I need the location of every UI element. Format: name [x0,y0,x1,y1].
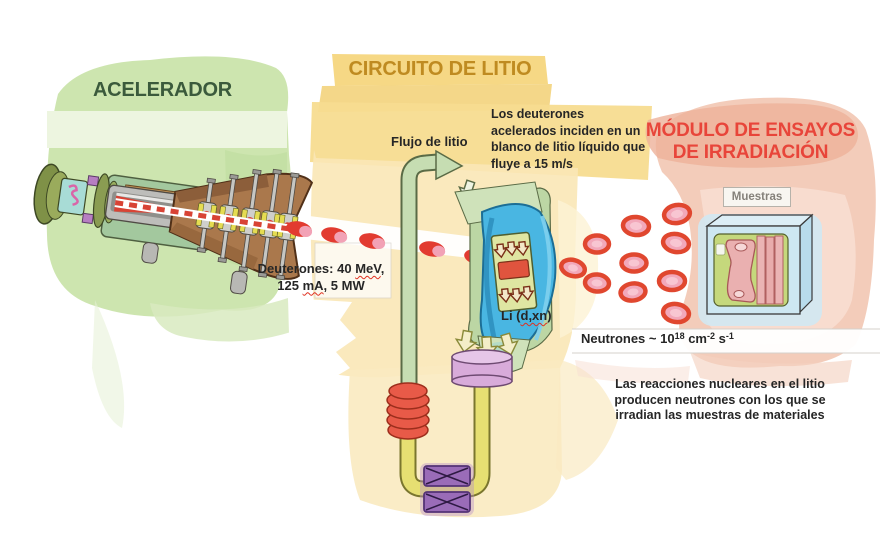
module-title-line2: DE IRRADIACIÓN [672,142,829,163]
lithium-flow-label: Flujo de litio [391,134,468,149]
beam-footprint [497,259,530,280]
irradiation-module-title: MÓDULO DE ENSAYOS DE IRRADIACIÓN [628,120,873,164]
heat-exchanger-coil [386,382,430,440]
module-note: Las reacciones nucleares en el litio pro… [614,377,826,422]
samples-module-illustration [698,213,822,326]
accelerator-title: ACELERADOR [92,79,233,101]
lithium-target [454,181,557,374]
quench-tank [451,349,513,388]
deuteron-beam-label: Deuterones: 40 MeV, 125 mA, 5 MW [257,261,385,293]
beam-path-band [270,211,522,264]
neutron-flux-label: Neutrones ~ 1018 cm-2 s-1 [581,331,734,346]
neutron-dots [558,202,693,325]
target-description: Los deuterones acelerados inciden en un … [491,107,646,171]
lithium-pipe [400,149,464,392]
electromagnetic-pump [420,463,474,516]
target-panel [490,231,538,313]
target-reaction-label: Li (d,xn) [501,308,552,323]
lithium-circuit-title: CIRCUITO DE LITIO [348,58,532,80]
module-title-line1: MÓDULO DE ENSAYOS [645,120,856,141]
beam-label-box [314,242,392,299]
flow-arrow-icon [435,149,464,181]
neutron-flux-band [572,328,880,354]
accelerator-illustration [33,163,314,295]
tensile-specimen [725,239,756,303]
lithium-loop-pipe [399,380,491,498]
lithium-outflow-arrow-icons [454,329,519,360]
samples-label-box: Muestras [723,187,791,207]
